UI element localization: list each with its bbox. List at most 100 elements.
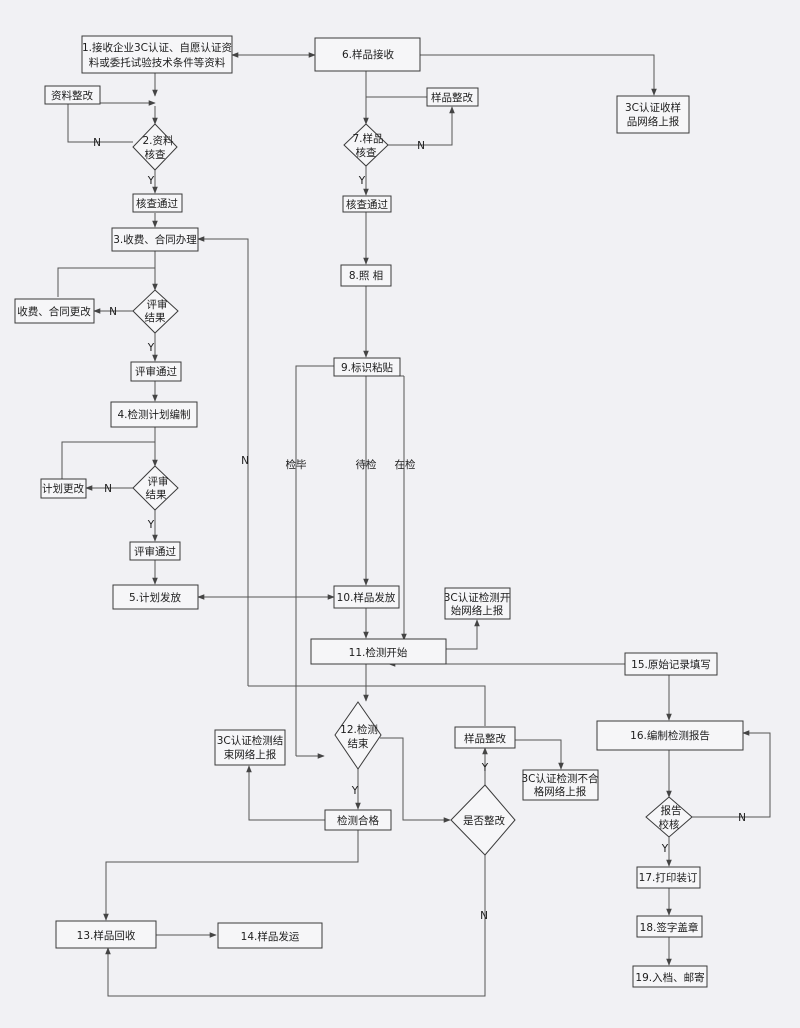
node-11: 11.检测开始: [310, 638, 447, 665]
svg-text:始网络上报: 始网络上报: [451, 604, 504, 617]
node-18: 18.签字盖章: [636, 915, 703, 938]
node-17: 17.打印装订: [636, 866, 701, 889]
svg-text:样品整改: 样品整改: [464, 732, 506, 745]
node-13: 13.样品回收: [55, 920, 157, 949]
svg-text:评审: 评审: [147, 298, 168, 311]
svg-text:3.收费、合同办理: 3.收费、合同办理: [113, 233, 197, 246]
svg-text:N: N: [738, 812, 746, 824]
fix-plan: 计划更改: [40, 478, 87, 499]
svg-text:10.样品发放: 10.样品发放: [337, 591, 396, 604]
svg-text:6.样品接收: 6.样品接收: [342, 48, 395, 61]
node-12-diamond: 12.检测 结束: [334, 701, 382, 770]
review-1-diamond: 评审 结果: [132, 289, 179, 334]
svg-text:17.打印装订: 17.打印装订: [639, 871, 698, 884]
report-3c-fail: 3C认证检测不合 格网络上报: [521, 769, 599, 801]
node-7-diamond: 7.样品 核查: [343, 123, 389, 167]
node-1-line1: 1.接收企业3C认证、自愿认证资: [82, 41, 232, 54]
svg-text:13.样品回收: 13.样品回收: [77, 929, 136, 942]
svg-text:收费、合同更改: 收费、合同更改: [17, 305, 91, 318]
svg-text:是否整改: 是否整改: [463, 814, 505, 827]
svg-text:核查通过: 核查通过: [136, 197, 178, 210]
svg-text:Y: Y: [147, 519, 155, 531]
svg-text:N: N: [417, 140, 425, 152]
svg-text:Y: Y: [358, 175, 366, 187]
report-check-diamond: 报告 校核: [645, 796, 693, 838]
node-3: 3.收费、合同办理: [111, 227, 199, 252]
node-2-diamond: 2.资料 核查: [132, 123, 178, 171]
svg-text:5.计划发放: 5.计划发放: [129, 591, 182, 604]
svg-text:15.原始记录填写: 15.原始记录填写: [631, 658, 711, 671]
svg-text:品网络上报: 品网络上报: [627, 115, 680, 128]
branch-labels: N Y N Y N Y N Y N Y Y N N Y: [93, 137, 746, 922]
svg-text:14.样品发运: 14.样品发运: [241, 930, 300, 943]
node-19: 19.入档、邮寄: [632, 965, 708, 988]
svg-text:Y: Y: [147, 342, 155, 354]
node-4: 4.检测计划编制: [110, 401, 198, 428]
svg-text:核查: 核查: [356, 146, 377, 159]
svg-text:12.检测: 12.检测: [340, 723, 378, 736]
svg-text:N: N: [109, 306, 117, 318]
svg-text:检测合格: 检测合格: [337, 814, 379, 827]
svg-text:2.资料: 2.资料: [142, 134, 174, 147]
svg-text:样品整改: 样品整改: [431, 91, 473, 104]
connectors: [57, 52, 771, 997]
fix-sample-mid: 样品整改: [454, 726, 516, 749]
svg-text:资料整改: 资料整改: [51, 89, 93, 102]
svg-text:结果: 结果: [146, 488, 167, 501]
svg-text:3C认证检测不合: 3C认证检测不合: [521, 772, 599, 785]
svg-text:N: N: [241, 455, 249, 467]
pass-review-1: 评审通过: [130, 361, 182, 382]
svg-text:评审通过: 评审通过: [135, 365, 177, 378]
review-2-diamond: 评审 结果: [132, 465, 179, 511]
svg-text:格网络上报: 格网络上报: [534, 785, 587, 798]
pass-test: 检测合格: [324, 809, 392, 831]
svg-text:核查通过: 核查通过: [346, 198, 388, 211]
fix-contract: 收费、合同更改: [14, 298, 95, 324]
svg-text:结束: 结束: [348, 737, 369, 750]
svg-text:11.检测开始: 11.检测开始: [349, 646, 408, 659]
node-10: 10.样品发放: [333, 585, 400, 609]
node-8: 8.照 相: [340, 264, 392, 287]
svg-text:9.标识粘贴: 9.标识粘贴: [341, 361, 394, 374]
svg-text:8.照 相: 8.照 相: [349, 269, 383, 282]
label-waiting: 待检: [356, 458, 377, 471]
svg-text:评审: 评审: [148, 475, 169, 488]
node-1: 1.接收企业3C认证、自愿认证资 料或委托试验技术条件等资料: [81, 35, 233, 74]
svg-text:3C认证检测开: 3C认证检测开: [444, 591, 511, 604]
report-3c-receive: 3C认证收样 品网络上报: [616, 95, 690, 134]
svg-text:校核: 校核: [659, 818, 680, 831]
svg-text:3C认证收样: 3C认证收样: [625, 101, 681, 114]
node-1-line2: 料或委托试验技术条件等资料: [89, 56, 226, 69]
svg-text:N: N: [480, 910, 488, 922]
svg-text:评审通过: 评审通过: [134, 545, 176, 558]
node-16: 16.编制检测报告: [596, 720, 744, 751]
fix-docs: 资料整改: [44, 85, 101, 105]
label-done: 检毕: [286, 458, 307, 471]
svg-text:3C认证检测结: 3C认证检测结: [217, 734, 284, 747]
node-5: 5.计划发放: [112, 584, 199, 610]
report-3c-end: 3C认证检测结 束网络上报: [214, 729, 286, 766]
node-15: 15.原始记录填写: [624, 652, 718, 676]
svg-text:计划更改: 计划更改: [42, 482, 84, 495]
node-14: 14.样品发运: [217, 922, 323, 949]
pass-review-2: 评审通过: [129, 541, 181, 561]
fix-sample-top: 样品整改: [426, 87, 479, 107]
svg-text:报告: 报告: [661, 804, 682, 817]
svg-text:N: N: [104, 483, 112, 495]
pass-docs: 核查通过: [132, 193, 183, 213]
report-3c-start: 3C认证检测开 始网络上报: [444, 587, 511, 620]
svg-text:4.检测计划编制: 4.检测计划编制: [117, 408, 190, 421]
pass-sample: 核查通过: [342, 195, 392, 213]
rectify-diamond: 是否整改: [450, 784, 516, 856]
svg-text:16.编制检测报告: 16.编制检测报告: [630, 729, 710, 742]
node-9: 9.标识粘贴: [333, 357, 401, 377]
svg-text:核查: 核查: [145, 148, 166, 161]
svg-text:7.样品: 7.样品: [352, 132, 383, 145]
svg-text:Y: Y: [661, 843, 669, 855]
svg-text:18.签字盖章: 18.签字盖章: [640, 921, 699, 934]
svg-text:N: N: [93, 137, 101, 149]
svg-text:19.入档、邮寄: 19.入档、邮寄: [635, 971, 704, 984]
svg-text:结果: 结果: [145, 311, 166, 324]
svg-text:Y: Y: [351, 785, 359, 797]
